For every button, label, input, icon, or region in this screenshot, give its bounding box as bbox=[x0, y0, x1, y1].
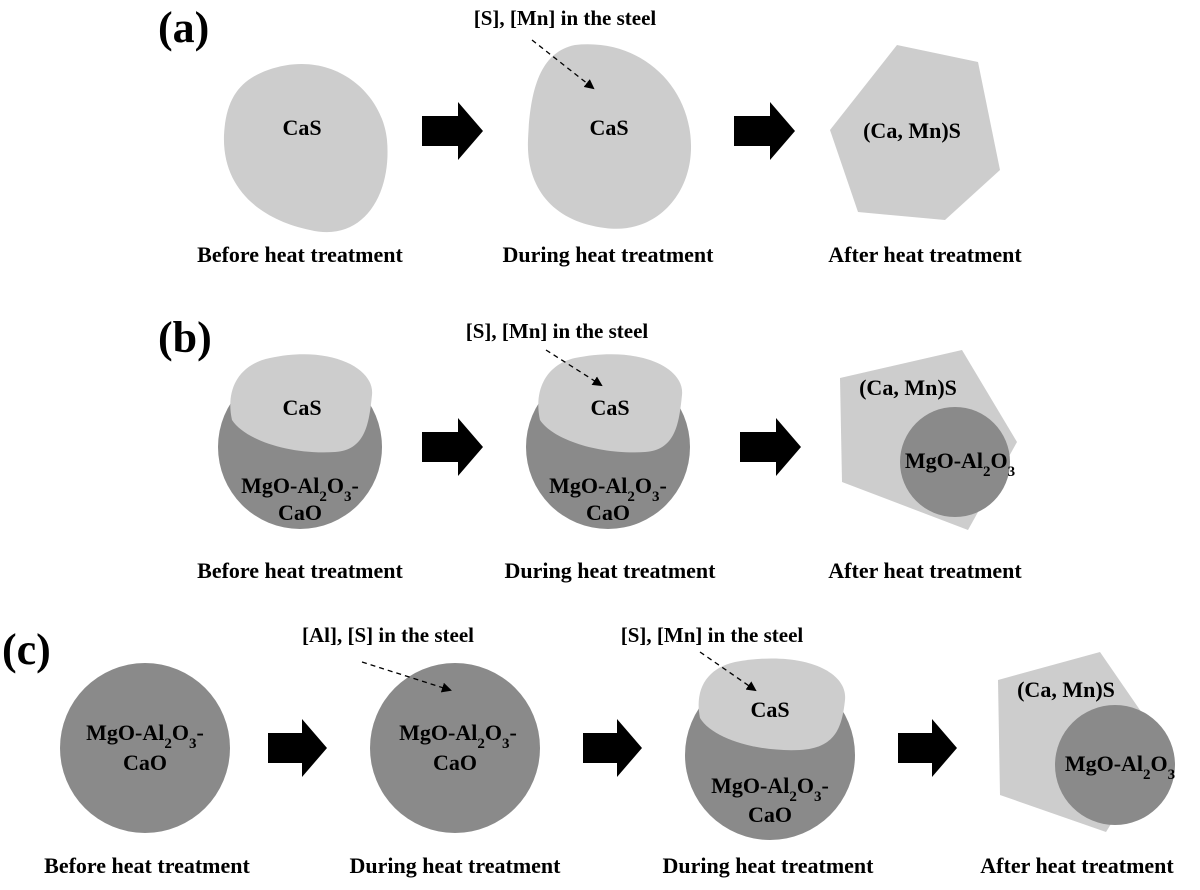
panel-a-caption-during: During heat treatment bbox=[503, 242, 715, 267]
panel-c-oxide-step3-line1: MgO-Al2O3- bbox=[711, 773, 829, 805]
panel-c-oxide-step3-line2: CaO bbox=[748, 802, 792, 827]
panel-c-oxide-step2-line2: CaO bbox=[433, 750, 477, 775]
panel-c: (c) MgO-Al2O3- CaO MgO-Al2O3- CaO [Al], … bbox=[2, 623, 1175, 878]
panel-a-label: (a) bbox=[158, 3, 209, 52]
panel-a-camns-label: (Ca, Mn)S bbox=[863, 118, 961, 143]
panel-b-oxide-during-line1: MgO-Al2O3- bbox=[549, 473, 667, 505]
panel-b-cas-before-label: CaS bbox=[282, 395, 321, 420]
panel-b-camns-label: (Ca, Mn)S bbox=[859, 375, 957, 400]
panel-b-oxide-during-line2: CaO bbox=[586, 500, 630, 525]
panel-a-caption-before: Before heat treatment bbox=[197, 242, 403, 267]
panel-c-oxide-step2-line1: MgO-Al2O3- bbox=[399, 720, 517, 752]
panel-a-camns-after bbox=[830, 45, 1000, 220]
panel-c-spinel-label: MgO-Al2O3 bbox=[1065, 751, 1175, 783]
panel-c-dashed-arrow-1 bbox=[361, 661, 452, 693]
panel-b-steel-note: [S], [Mn] in the steel bbox=[466, 319, 649, 343]
panel-b: (b) CaS MgO-Al2O3- CaO CaS MgO-Al2O3- Ca… bbox=[158, 313, 1022, 583]
panel-b-oxide-before-line2: CaO bbox=[278, 500, 322, 525]
panel-c-caption-2: During heat treatment bbox=[350, 853, 562, 878]
panel-b-oxide-before-line1: MgO-Al2O3- bbox=[241, 473, 359, 505]
panel-c-caption-3: During heat treatment bbox=[663, 853, 875, 878]
panel-c-oxide-step2 bbox=[370, 663, 540, 833]
panel-b-label: (b) bbox=[158, 313, 212, 362]
panel-c-cas-step3-label: CaS bbox=[750, 697, 789, 722]
panel-b-spinel-core bbox=[900, 407, 1010, 517]
panel-c-arrow-1 bbox=[268, 719, 327, 777]
panel-c-oxide-step1-line1: MgO-Al2O3- bbox=[86, 720, 204, 752]
panel-b-cas-cap-during bbox=[538, 354, 683, 453]
panel-a-arrow-1 bbox=[422, 102, 483, 160]
panel-c-caption-1: Before heat treatment bbox=[44, 853, 250, 878]
panel-b-arrow-1 bbox=[422, 418, 483, 476]
panel-a-caption-after: After heat treatment bbox=[828, 242, 1022, 267]
panel-c-oxide-step1-line2: CaO bbox=[123, 750, 167, 775]
panel-c-caption-4: After heat treatment bbox=[980, 853, 1174, 878]
panel-a-cas-before bbox=[223, 64, 388, 233]
panel-c-oxide-step1 bbox=[60, 663, 230, 833]
panel-b-cas-cap-before bbox=[230, 354, 373, 453]
panel-c-label: (c) bbox=[2, 625, 51, 674]
panel-c-dashed-arrow-2 bbox=[699, 651, 757, 692]
panel-a-steel-note: [S], [Mn] in the steel bbox=[474, 6, 657, 30]
panel-b-caption-before: Before heat treatment bbox=[197, 558, 403, 583]
panel-a-cas-during bbox=[527, 44, 692, 229]
panel-c-cas-cap-step3 bbox=[698, 658, 846, 751]
panel-c-arrow-2 bbox=[583, 719, 642, 777]
panel-b-caption-during: During heat treatment bbox=[505, 558, 717, 583]
panel-c-camns-label: (Ca, Mn)S bbox=[1017, 677, 1115, 702]
panel-b-cas-during-label: CaS bbox=[590, 395, 629, 420]
panel-a-dashed-arrow bbox=[531, 39, 595, 90]
panel-a-arrow-2 bbox=[734, 102, 795, 160]
panel-b-caption-after: After heat treatment bbox=[828, 558, 1022, 583]
panel-b-dashed-arrow bbox=[545, 349, 603, 387]
panel-c-steel-note-1: [Al], [S] in the steel bbox=[302, 623, 474, 647]
panel-b-arrow-2 bbox=[740, 418, 801, 476]
panel-a-cas-during-label: CaS bbox=[589, 115, 628, 140]
panel-b-spinel-label: MgO-Al2O3 bbox=[905, 448, 1015, 480]
panel-c-spinel-core bbox=[1055, 705, 1175, 825]
panel-a: (a) CaS CaS [S], [Mn] in the steel (Ca, … bbox=[158, 3, 1022, 267]
panel-c-steel-note-2: [S], [Mn] in the steel bbox=[621, 623, 804, 647]
panel-a-cas-before-label: CaS bbox=[282, 115, 321, 140]
panel-c-arrow-3 bbox=[898, 719, 957, 777]
